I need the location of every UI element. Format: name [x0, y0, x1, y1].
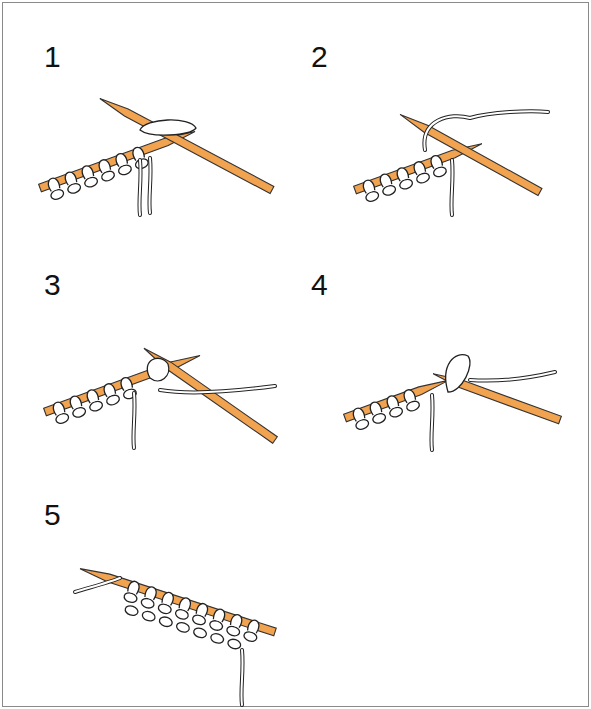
step-5-figure: [75, 565, 276, 705]
step-2-figure: [353, 111, 548, 215]
step-number: 1: [44, 40, 61, 74]
step-number: 3: [44, 268, 61, 302]
step-1-figure: [38, 95, 274, 215]
step-number: 2: [311, 40, 328, 74]
step-number: 4: [311, 268, 328, 302]
step-3-figure: [43, 345, 277, 448]
step-4-figure: [343, 355, 561, 450]
step-number: 5: [44, 498, 61, 532]
